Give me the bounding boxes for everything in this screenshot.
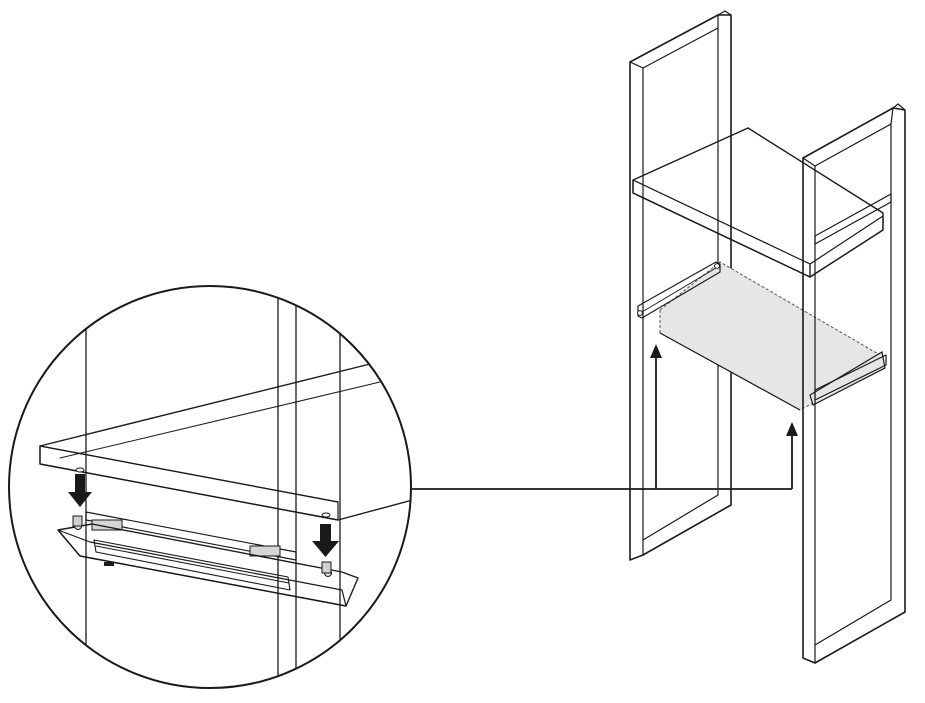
shelf-bracket-overview [637,261,721,319]
shelf-unit-overview [629,10,906,664]
detail-arrow-right [312,524,339,557]
installed-shelf [632,127,884,278]
detail-bracket [57,511,359,607]
detail-circle-outline [8,285,412,689]
phantom-shelf [659,261,886,411]
detail-magnifier [8,285,412,689]
left-frame [629,10,732,561]
right-frame [802,103,906,664]
overview-arrow-right [786,422,798,489]
detail-frame-uprights [85,286,341,688]
detail-arrow-left [68,474,92,507]
overview-arrow-left [650,344,662,489]
